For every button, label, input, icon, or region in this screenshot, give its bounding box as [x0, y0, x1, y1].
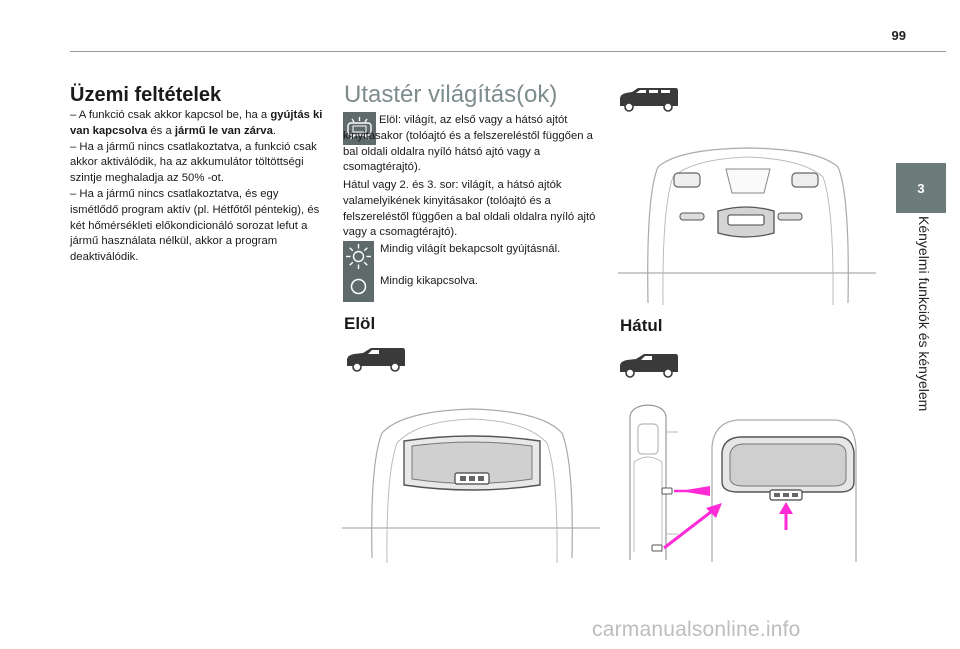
watermark: carmanualsonline.info [592, 618, 801, 641]
front-ceiling-illustration [342, 408, 600, 564]
header-rule [70, 51, 946, 52]
condition-2: – Ha a jármű nincs csatlakoztatva, a fun… [70, 140, 317, 185]
rear-title: Hátul [620, 316, 663, 335]
condition-1: – A funkció csak akkor kapcsol be, ha a … [70, 109, 323, 137]
door-mode-text: Elöl: világít, az első vagy a hátsó ajtó… [343, 114, 593, 174]
van-icon [347, 348, 405, 372]
chapter-tab[interactable]: 3 [896, 163, 946, 213]
rear-light-illustration [629, 404, 857, 562]
page-number: 99 [891, 28, 906, 43]
always-off-text: Mindig kikapcsolva. [380, 275, 478, 287]
van-icon [620, 354, 678, 378]
condition-3: – Ha a jármű nincs csatlakoztatva, és eg… [70, 187, 320, 264]
off-circle-icon [343, 271, 374, 302]
rear-mode-text: Hátul vagy 2. és 3. sor: világít, a háts… [343, 179, 596, 239]
operating-conditions-text: – A funkció csak akkor kapcsol be, ha a … [70, 108, 324, 266]
sun-icon [343, 241, 374, 272]
chapter-title: Kényelmi funkciók és kényelem [916, 216, 932, 412]
van-icon [620, 88, 678, 112]
rear-ceiling-illustration [618, 147, 876, 306]
door-lamp-icon [343, 112, 376, 145]
front-title: Elöl [344, 314, 376, 333]
operating-conditions-title: Üzemi feltételek [70, 84, 222, 106]
interior-lights-title: Utastér világítás(ok) [344, 81, 558, 108]
always-on-text: Mindig világít bekapcsolt gyújtásnál. [380, 243, 561, 255]
